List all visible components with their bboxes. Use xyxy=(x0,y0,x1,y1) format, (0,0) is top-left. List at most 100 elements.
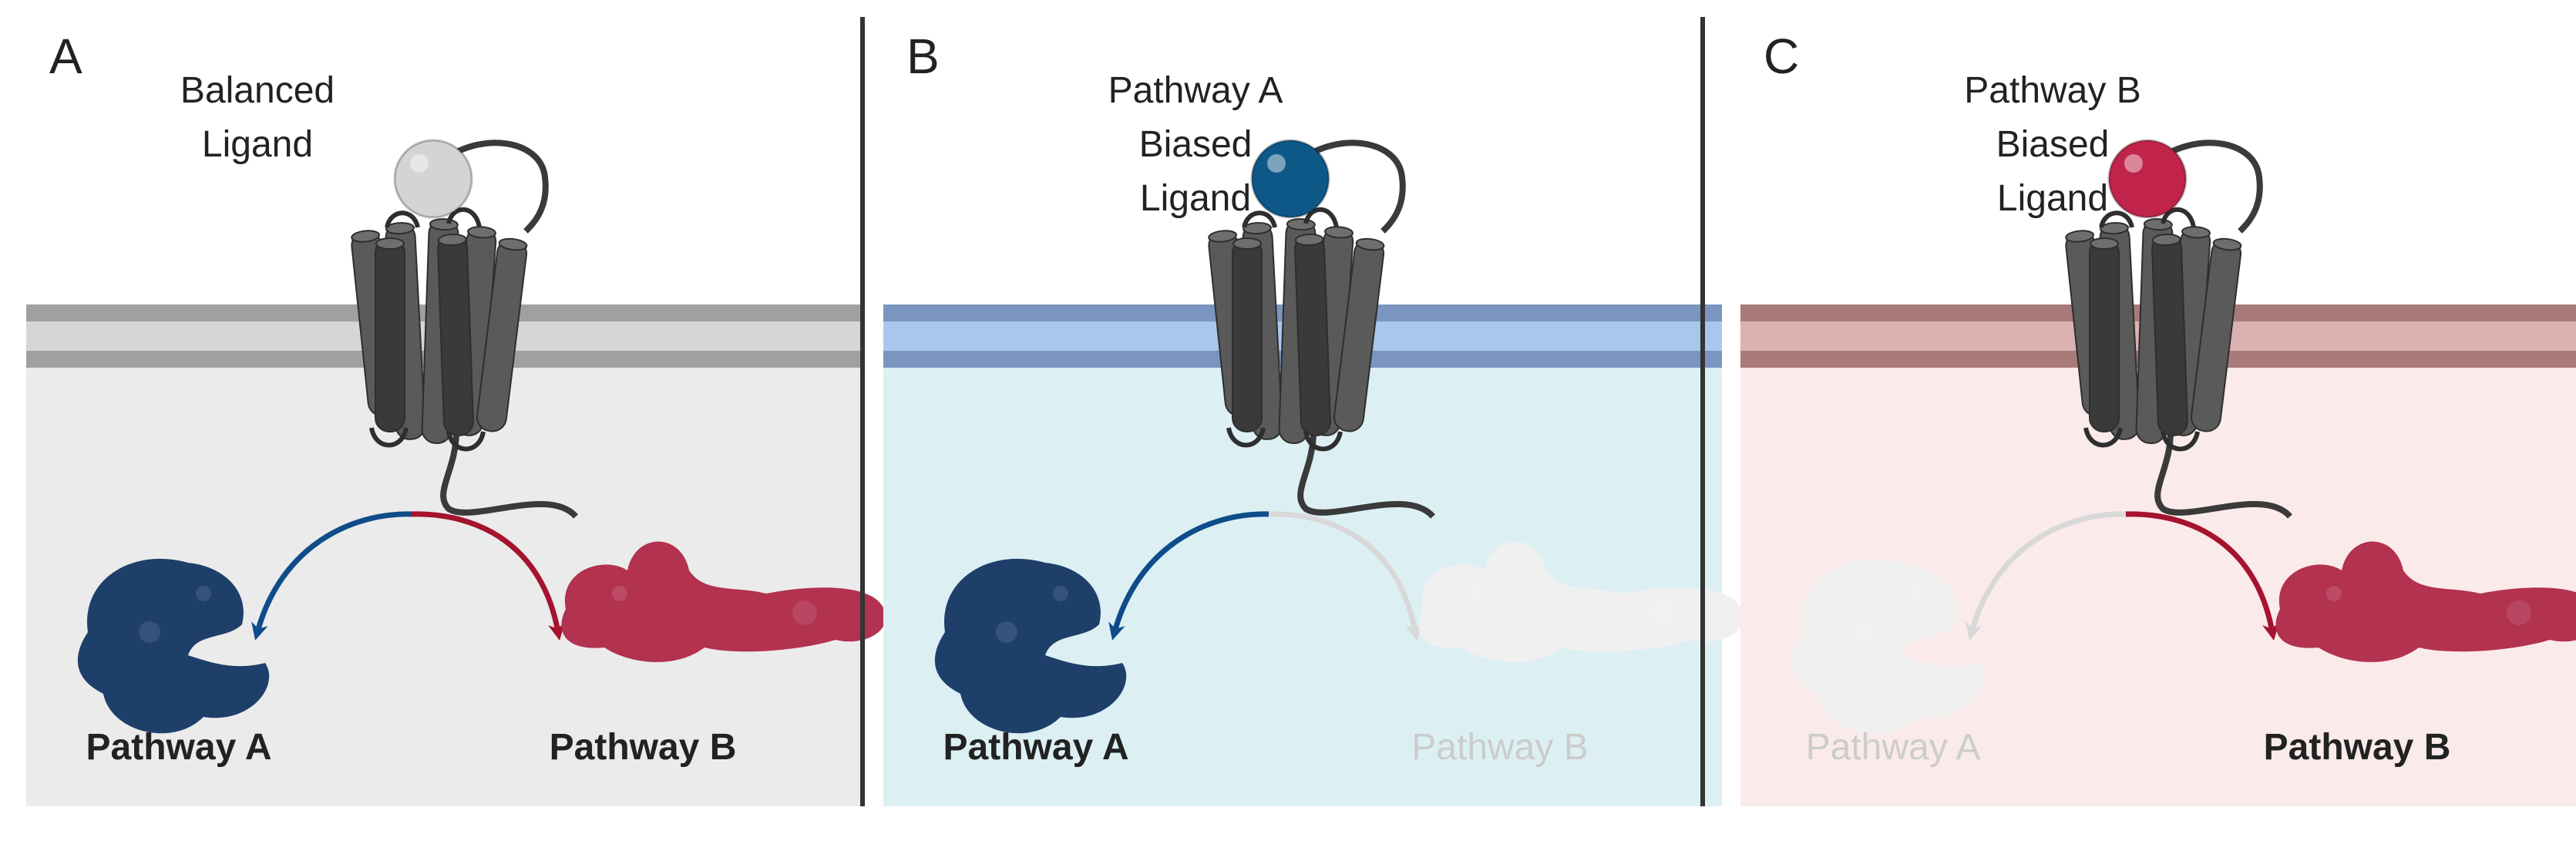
helix-cap xyxy=(1355,237,1385,251)
receptor-extracellular-loop xyxy=(2153,140,2263,234)
pathway-b-protein-lobe xyxy=(580,584,614,618)
receptor-loop xyxy=(1242,210,1277,228)
pathway-b-protein-lobe xyxy=(638,558,678,598)
ligand-label-line: Ligand xyxy=(1997,178,2108,219)
pathway-b-label: Pathway B xyxy=(2264,727,2451,768)
ligand-highlight xyxy=(2124,154,2143,173)
helix-cylinder xyxy=(2089,238,2120,432)
arrow-to-pathway-a xyxy=(1108,511,1270,641)
transmembrane-helix xyxy=(1294,234,1331,436)
transmembrane-helix xyxy=(1333,237,1385,432)
pathway-a-protein xyxy=(934,558,1127,734)
helix-cap xyxy=(1294,234,1324,247)
pathway-b-protein-lobe xyxy=(1495,558,1535,598)
pathway-a-protein-lobe xyxy=(999,663,1045,709)
ligand-sphere xyxy=(1250,139,1330,219)
helix-cap xyxy=(1233,237,1262,250)
helix-cap xyxy=(2065,230,2094,243)
pathway-a-protein xyxy=(77,558,270,734)
pathway-b-protein-body xyxy=(2275,541,2576,662)
pathway-a-protein-lobe xyxy=(142,663,188,709)
transmembrane-helix xyxy=(1232,237,1263,432)
receptor-loop xyxy=(2161,431,2200,452)
helix-cap xyxy=(429,218,459,231)
helix-cap xyxy=(351,230,380,243)
pathway-b-protein-highlight xyxy=(2326,586,2342,601)
pathway-a-protein-lobe xyxy=(1856,663,1902,709)
pathway-b-protein xyxy=(561,541,886,662)
transmembrane-helix xyxy=(2089,237,2120,432)
ligand-label-line: Ligand xyxy=(1140,178,1251,219)
panel-letter: C xyxy=(1764,29,1799,84)
transmembrane-helix xyxy=(375,237,405,432)
helix-cap xyxy=(2100,222,2129,235)
helix-cap xyxy=(2090,237,2119,250)
helix-cap xyxy=(467,226,496,239)
pathway-b-protein-lobe xyxy=(2294,584,2328,618)
pathway-a-protein-highlight xyxy=(139,621,160,643)
helix-cap xyxy=(1208,230,1237,243)
arrow-to-pathway-b xyxy=(411,511,566,641)
receptor-extracellular-loop xyxy=(1296,140,1406,234)
ligand-label-line: Pathway B xyxy=(1964,70,2141,111)
helix-cap xyxy=(1324,226,1354,239)
ligand-label-line: Balanced xyxy=(180,70,335,111)
helix-cap xyxy=(1286,218,1316,231)
pathway-a-protein-highlight xyxy=(1053,586,1068,601)
pathway-a-label: Pathway A xyxy=(86,727,272,768)
receptor-loop xyxy=(1226,427,1266,448)
pathway-a-protein-highlight xyxy=(996,621,1017,643)
pathway-b-label: Pathway B xyxy=(1411,727,1588,768)
panel-letter: A xyxy=(49,29,82,84)
receptor-c-terminal-tail xyxy=(2154,431,2293,519)
receptor-loop xyxy=(1303,207,1339,228)
pathway-b-label: Pathway B xyxy=(550,727,737,768)
pathway-b-protein-highlight xyxy=(2507,600,2531,625)
transmembrane-helix xyxy=(437,234,474,436)
pathway-a-label: Pathway A xyxy=(1806,727,1981,768)
transmembrane-helix xyxy=(2151,234,2188,436)
receptor-loop xyxy=(2161,207,2196,228)
helix-cylinder xyxy=(2151,234,2188,436)
ligand-highlight xyxy=(410,154,429,173)
pathway-a-protein xyxy=(1791,558,1984,734)
pathway-b-protein xyxy=(1418,541,1744,662)
panel-divider xyxy=(1700,17,1705,806)
pathway-a-protein-highlight xyxy=(196,586,211,601)
pathway-b-protein-highlight xyxy=(1650,600,1674,625)
helix-cylinder xyxy=(1294,234,1331,436)
pathway-a-protein-lobe xyxy=(1822,590,1859,627)
pathway-b-protein-highlight xyxy=(1469,586,1485,601)
helix-cap xyxy=(437,234,467,247)
receptor-loop xyxy=(369,427,409,448)
receptor-loop xyxy=(446,431,486,452)
pathway-a-protein-highlight xyxy=(1853,621,1875,643)
pathway-b-protein-lobe xyxy=(1437,584,1471,618)
receptor-c-terminal-tail xyxy=(1297,431,1436,519)
arrow-to-pathway-b xyxy=(1268,511,1423,641)
gpcr-receptor xyxy=(1208,140,1436,519)
helix-cap xyxy=(2143,218,2173,231)
transmembrane-helix xyxy=(476,237,528,432)
helix-cap xyxy=(1243,222,1272,235)
pathway-b-protein xyxy=(2275,541,2576,662)
receptor-c-terminal-tail xyxy=(440,431,579,519)
ligand-highlight xyxy=(1267,154,1286,173)
helix-cap xyxy=(498,237,528,251)
receptor-loop xyxy=(2099,210,2134,228)
helix-cap xyxy=(2151,234,2181,247)
pathway-a-protein-lobe xyxy=(108,590,145,627)
receptor-loop xyxy=(385,210,420,228)
gpcr-receptor xyxy=(2065,140,2293,519)
arrow-to-pathway-b xyxy=(2125,511,2280,641)
panel-letter: B xyxy=(906,29,940,84)
panel-divider xyxy=(860,17,865,806)
pathway-a-protein-lobe xyxy=(965,590,1002,627)
receptor-loop xyxy=(1303,431,1343,452)
helix-cylinder xyxy=(437,234,474,436)
pathway-a-label: Pathway A xyxy=(943,727,1129,768)
helix-cylinder xyxy=(1232,238,1263,432)
